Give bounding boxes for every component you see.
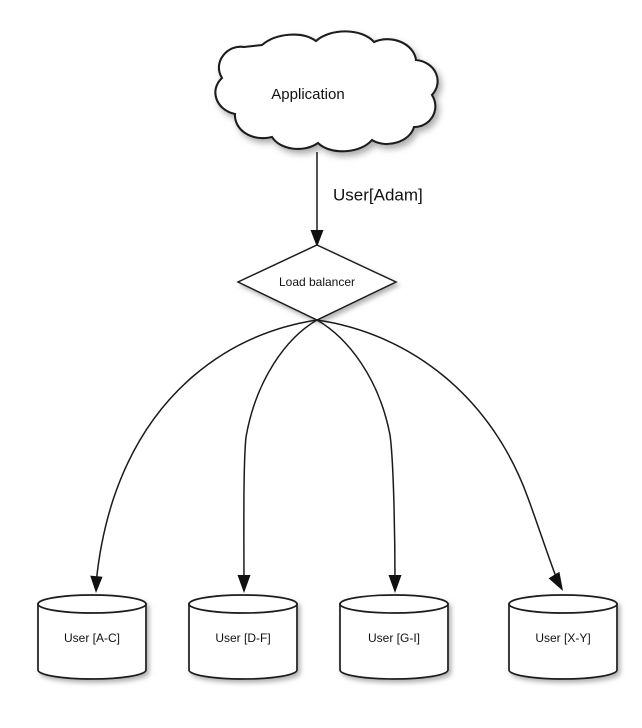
edge-balancer-shard-3-line [316,319,396,585]
shard-1-label: User [A-C] [64,631,120,645]
application-label: Application [271,86,344,103]
edge-balancer-shard-2 [237,319,318,593]
edge-balancer-shard-1-line [95,319,318,585]
node-load-balancer[interactable]: Load balancer [236,244,398,321]
edge-application-balancer-arrowhead [310,230,324,247]
edge-balancer-shard-1 [90,319,318,593]
edge-application-to-balancer: User[Adam] [310,152,423,247]
shard-2-label: User [D-F] [215,631,270,645]
node-application[interactable]: Application [214,30,439,153]
cylinder-body-4 [508,603,618,680]
edge-balancer-shard-2-arrowhead [237,575,251,593]
edge-balancer-shard-4 [316,319,563,591]
edge-balancer-shard-4-line [316,319,559,583]
shard-4-label: User [X-Y] [535,631,590,645]
edge-balancer-shard-1-arrowhead [90,575,103,593]
cylinder-body-1 [37,603,147,680]
cylinder-top-1 [37,594,147,614]
cylinder-body-3 [339,603,449,680]
node-shard-4[interactable]: User [X-Y] [508,594,618,680]
edge-balancer-shard-3 [316,319,402,593]
edges-balancer-to-shards [90,319,563,593]
shard-3-label: User [G-I] [368,631,420,645]
node-shard-1[interactable]: User [A-C] [37,594,147,680]
load-balancer-label: Load balancer [279,275,355,289]
cloud-shape [214,30,439,153]
edge-balancer-shard-3-arrowhead [388,575,402,593]
cylinder-top-3 [339,594,449,614]
cylinder-body-2 [188,603,298,680]
cylinder-top-2 [188,594,298,614]
edge-balancer-shard-2-line [243,319,318,585]
edge-balancer-shard-4-arrowhead [548,571,563,591]
node-shard-3[interactable]: User [G-I] [339,594,449,680]
cylinder-top-4 [508,594,618,614]
edge-application-balancer-label: User[Adam] [333,185,423,204]
node-shard-2[interactable]: User [D-F] [188,594,298,680]
